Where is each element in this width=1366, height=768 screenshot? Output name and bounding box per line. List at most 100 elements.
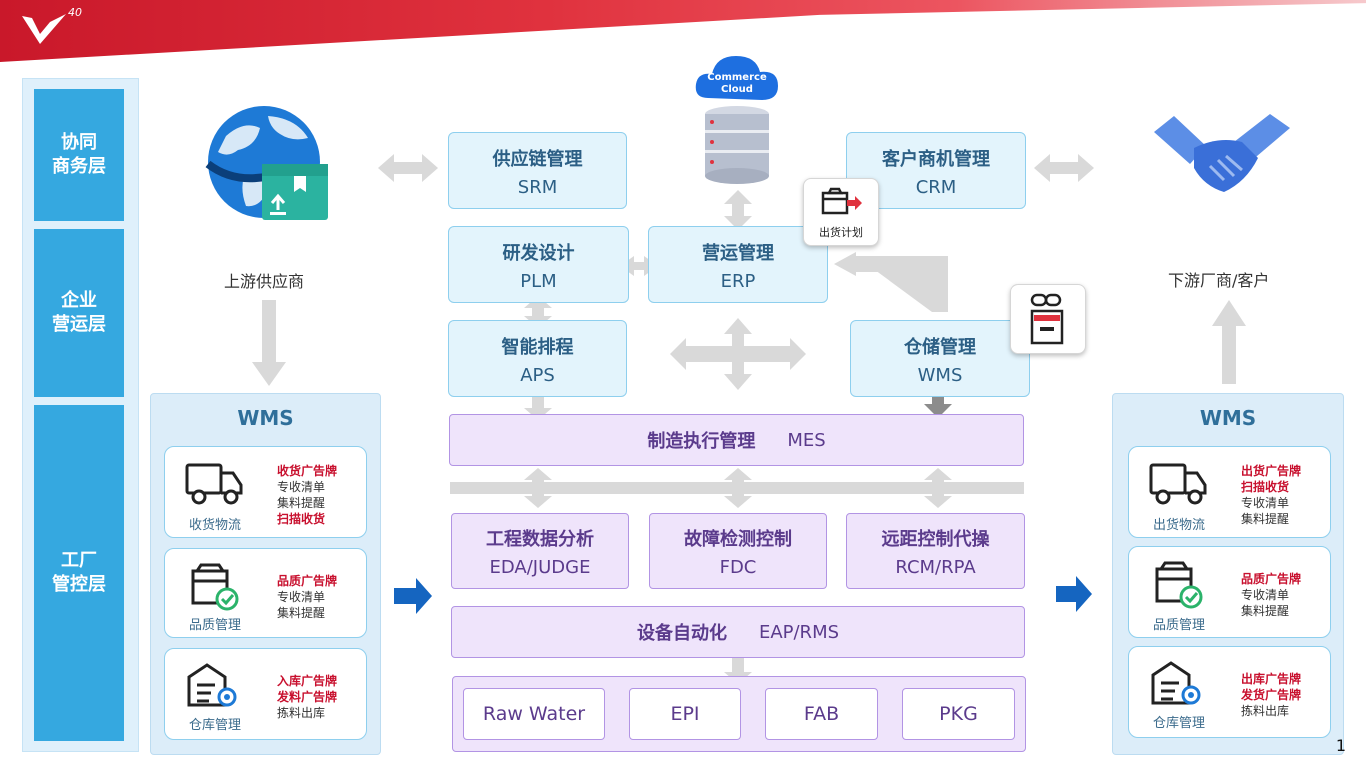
module-mes[interactable]: 制造执行管理 MES — [449, 414, 1024, 466]
module-erp[interactable]: 营运管理 ERP — [648, 226, 828, 303]
handshake-icon — [1154, 112, 1290, 200]
module-eda-title: 工程数据分析 — [486, 529, 594, 550]
module-eda-code: EDA/JUDGE — [489, 557, 591, 578]
card-note: 出货广告牌 — [1241, 464, 1302, 478]
warehouse-gear-icon — [1151, 661, 1201, 705]
module-plm[interactable]: 研发设计 PLM — [448, 226, 629, 303]
card-note: 品质广告牌 — [277, 574, 338, 588]
card-note: 入库广告牌 — [277, 674, 338, 688]
card-note: 集料提醒 — [1241, 604, 1290, 618]
wms-left-title: WMS — [237, 406, 294, 430]
wms-panel-right: WMS 出货物流 出货广告牌 扫描收货 专收清单 集料提醒 品质管理 品质广告牌… — [1112, 393, 1344, 755]
downstream-label: 下游厂商/客户 — [1168, 271, 1270, 290]
wms-right-card-quality[interactable]: 品质管理 品质广告牌 专收清单 集料提醒 — [1128, 546, 1331, 638]
module-rcm-code: RCM/RPA — [895, 557, 976, 578]
card-note: 品质广告牌 — [1241, 572, 1302, 586]
module-srm[interactable]: 供应链管理 SRM — [448, 132, 627, 209]
wms-panel-left: WMS 收货物流 收货广告牌 专收清单 集料提醒 扫描收货 品质管理 品质广告牌… — [150, 393, 381, 755]
upstream-label: 上游供应商 — [224, 272, 305, 291]
truck-icon — [1149, 463, 1207, 505]
logo-badge: 40 — [68, 6, 82, 19]
module-aps[interactable]: 智能排程 APS — [448, 320, 627, 397]
wms-left-card-warehouse-label: 仓库管理 — [188, 718, 241, 733]
card-note: 发料广告牌 — [277, 690, 338, 704]
module-srm-title: 供应链管理 — [492, 149, 583, 170]
company-logo — [20, 10, 68, 54]
module-plm-title: 研发设计 — [502, 243, 575, 264]
arrow-upstream-down — [252, 300, 286, 386]
process-step-raw-water[interactable]: Raw Water — [463, 688, 605, 740]
arrow-downstream-up — [1212, 300, 1246, 384]
commerce-cloud-database: Commerce Cloud — [694, 52, 780, 192]
module-eap[interactable]: 设备自动化 EAP/RMS — [451, 606, 1025, 658]
module-wms[interactable]: 仓储管理 WMS — [850, 320, 1030, 397]
arrow-process-to-right-wms — [1056, 576, 1092, 612]
module-rcm-title: 远距控制代操 — [881, 529, 990, 550]
module-eda[interactable]: 工程数据分析 EDA/JUDGE — [451, 513, 629, 589]
arrow-left-wms-to-process — [394, 578, 432, 614]
card-note: 集料提醒 — [1241, 512, 1290, 526]
card-note: 发货广告牌 — [1241, 688, 1302, 702]
shipping-box-icon — [821, 187, 862, 215]
wms-right-card-shipping[interactable]: 出货物流 出货广告牌 扫描收货 专收清单 集料提醒 — [1128, 446, 1331, 538]
card-note: 专收清单 — [1241, 496, 1290, 510]
module-mes-title: 制造执行管理 — [647, 431, 756, 452]
process-step-pkg[interactable]: PKG — [902, 688, 1015, 740]
process-step-epi[interactable]: EPI — [629, 688, 741, 740]
wms-right-title: WMS — [1199, 406, 1257, 430]
module-erp-code: ERP — [720, 271, 756, 292]
tag-inventory-link[interactable] — [1010, 284, 1086, 354]
module-aps-code: APS — [520, 365, 555, 386]
module-crm-title: 客户商机管理 — [882, 149, 990, 170]
wms-right-card-warehouse[interactable]: 仓库管理 出库广告牌 发货广告牌 拣料出库 — [1128, 646, 1331, 738]
card-note: 专收清单 — [277, 590, 326, 604]
module-mes-code: MES — [787, 429, 826, 451]
arrow-four-way — [670, 318, 806, 390]
card-note: 拣料出库 — [1241, 704, 1290, 718]
cloud-label-line2: Cloud — [721, 84, 753, 95]
module-wms-code: WMS — [917, 365, 963, 386]
card-note: 集料提醒 — [277, 606, 326, 620]
module-plm-code: PLM — [520, 271, 557, 292]
arrow-mes-eda — [524, 468, 552, 508]
arrow-mes-rcm — [924, 468, 952, 508]
warehouse-gear-icon — [187, 663, 237, 707]
layers-panel: 协同 商务层 企业 营运层 工厂 管控层 — [22, 78, 139, 752]
module-eap-title: 设备自动化 — [636, 623, 727, 644]
quality-box-icon — [191, 563, 239, 611]
wms-left-card-receiving[interactable]: 收货物流 收货广告牌 专收清单 集料提醒 扫描收货 — [164, 446, 367, 538]
wms-left-card-quality[interactable]: 品质管理 品质广告牌 专收清单 集料提醒 — [164, 548, 367, 638]
card-note: 拣料出库 — [277, 706, 326, 720]
module-fdc[interactable]: 故障检测控制 FDC — [649, 513, 827, 589]
arrow-mes-fdc — [724, 468, 752, 508]
layer-enterprise: 企业 营运层 — [34, 229, 124, 397]
module-fdc-code: FDC — [719, 557, 757, 578]
card-note: 集料提醒 — [277, 496, 326, 510]
cloud-label-line1: Commerce — [707, 72, 767, 83]
card-note: 扫描收货 — [277, 512, 326, 526]
truck-icon — [185, 463, 243, 505]
module-wms-title: 仓储管理 — [904, 337, 976, 358]
layer-collaboration: 协同 商务层 — [34, 89, 124, 221]
module-rcm[interactable]: 远距控制代操 RCM/RPA — [846, 513, 1025, 589]
wms-right-card-shipping-label: 出货物流 — [1152, 518, 1205, 533]
tag-shipping-plan[interactable]: 出货计划 — [803, 178, 879, 246]
card-note: 收货广告牌 — [277, 464, 338, 478]
process-step-fab[interactable]: FAB — [765, 688, 878, 740]
wms-left-card-warehouse[interactable]: 仓库管理 入库广告牌 发料广告牌 拣料出库 — [164, 648, 367, 740]
module-eap-code: EAP/RMS — [758, 621, 840, 643]
wms-right-card-quality-label: 品质管理 — [1152, 618, 1205, 633]
module-fdc-title: 故障检测控制 — [684, 529, 792, 550]
wms-left-card-receiving-label: 收货物流 — [188, 518, 241, 533]
card-note: 扫描收货 — [1241, 480, 1290, 494]
arrow-cloud-erp — [724, 190, 752, 230]
arrow-upstream-srm — [378, 154, 438, 182]
quality-box-icon — [1155, 561, 1203, 609]
tag-shipping-plan-label: 出货计划 — [819, 226, 863, 239]
layer-factory: 工厂 管控层 — [34, 405, 124, 741]
card-note: 专收清单 — [1241, 588, 1290, 602]
wms-left-card-quality-label: 品质管理 — [188, 618, 241, 633]
arrow-crm-downstream — [1034, 154, 1094, 182]
globe-icon — [204, 106, 330, 228]
page-number: 1 — [1335, 736, 1346, 755]
